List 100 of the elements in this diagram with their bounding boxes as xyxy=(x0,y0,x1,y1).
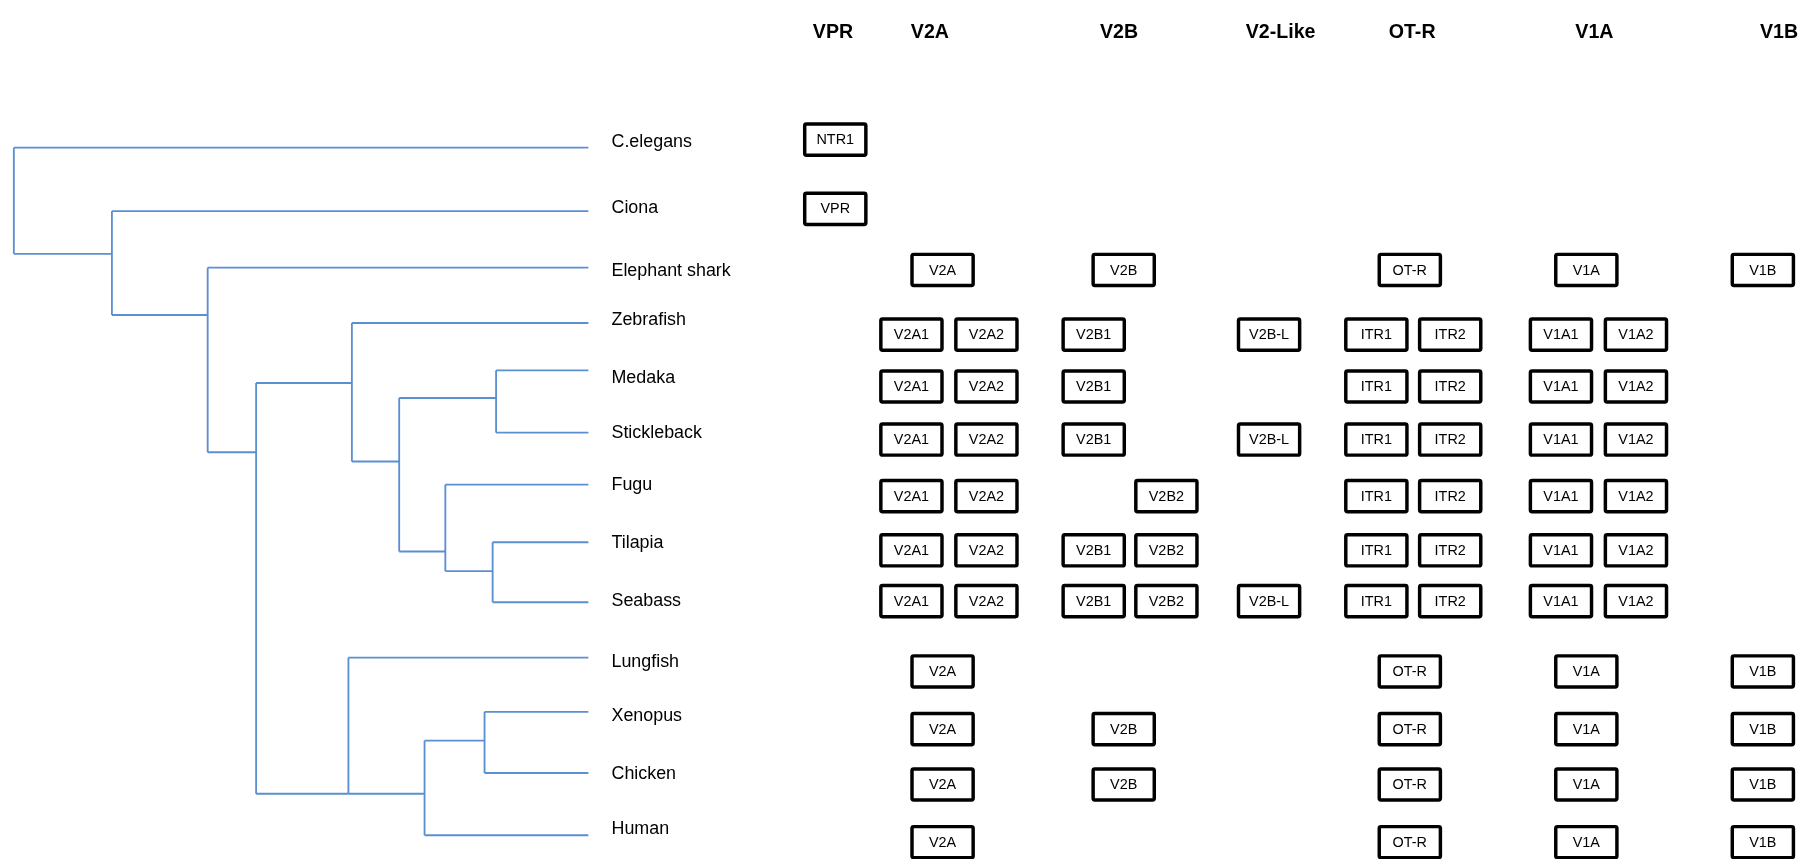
receptor-name: V1B xyxy=(1749,663,1777,680)
receptor-box xyxy=(1554,711,1619,747)
receptor-name: V2A1 xyxy=(893,431,930,448)
receptor-name: V2A1 xyxy=(893,593,930,610)
receptor-name: V2A xyxy=(928,834,957,851)
receptor-name: V2A1 xyxy=(893,542,930,559)
receptor-box xyxy=(1061,583,1126,619)
receptor-box xyxy=(1554,252,1619,288)
receptor-name: V1A xyxy=(1572,776,1600,793)
receptor-name: V1A1 xyxy=(1543,542,1579,559)
receptor-box xyxy=(1603,369,1669,404)
column-header: V1B xyxy=(1759,20,1799,44)
receptor-name: V2B1 xyxy=(1076,326,1112,343)
receptor-box xyxy=(910,711,975,747)
receptor-name: OT-R xyxy=(1392,721,1428,738)
receptor-name: V2B2 xyxy=(1148,488,1185,505)
receptor-box xyxy=(1236,317,1302,352)
column-header: OT-R xyxy=(1388,20,1436,44)
receptor-box xyxy=(1417,369,1483,404)
receptor-name: V1B xyxy=(1749,261,1777,279)
receptor-name: V1A2 xyxy=(1618,378,1654,395)
species-name: Ciona xyxy=(611,197,659,219)
receptor-name: V2A2 xyxy=(968,542,1005,559)
species-name: Tilapia xyxy=(611,531,664,553)
receptor-name: V2A xyxy=(928,776,957,793)
receptor-name: V2B xyxy=(1110,261,1138,279)
receptor-box xyxy=(1061,533,1126,568)
receptor-box xyxy=(1603,317,1669,352)
receptor-name: V1A2 xyxy=(1618,593,1654,610)
receptor-box xyxy=(910,654,975,689)
receptor-name: ITR1 xyxy=(1360,431,1392,448)
receptor-box xyxy=(1603,478,1669,514)
receptor-box xyxy=(1603,583,1669,619)
receptor-box xyxy=(879,583,944,619)
receptor-box xyxy=(954,317,1019,352)
receptor-name: V1A1 xyxy=(1543,378,1579,395)
receptor-box xyxy=(803,191,868,227)
receptor-box xyxy=(910,252,975,288)
receptor-box xyxy=(879,533,944,568)
receptor-box xyxy=(879,317,944,352)
receptor-box xyxy=(1730,654,1796,689)
receptor-name: ITR1 xyxy=(1360,488,1392,505)
receptor-box xyxy=(1554,654,1619,689)
species-name: Chicken xyxy=(611,762,677,784)
receptor-name: ITR2 xyxy=(1434,378,1466,395)
receptor-name: V2B xyxy=(1110,776,1138,793)
species-name: Medaka xyxy=(611,366,676,388)
receptor-box xyxy=(1528,533,1594,568)
receptor-box xyxy=(1236,583,1302,619)
receptor-name: ITR2 xyxy=(1434,542,1466,559)
receptor-box xyxy=(954,583,1019,619)
receptor-box xyxy=(1730,711,1796,747)
receptor-box xyxy=(1134,583,1199,619)
receptor-box xyxy=(1377,824,1443,859)
receptor-box xyxy=(1344,533,1409,568)
receptor-name: V1B xyxy=(1749,834,1777,851)
receptor-box xyxy=(1528,583,1594,619)
receptor-box xyxy=(1528,317,1594,352)
column-header: VPR xyxy=(812,20,854,44)
receptor-name: NTR1 xyxy=(816,131,855,148)
receptor-name: OT-R xyxy=(1392,663,1428,680)
receptor-name: V1A2 xyxy=(1618,488,1654,505)
receptor-name: OT-R xyxy=(1392,776,1428,793)
receptor-box xyxy=(1603,533,1669,568)
species-name: C.elegans xyxy=(611,130,692,152)
receptor-name: V2A2 xyxy=(968,431,1005,448)
receptor-name: V1B xyxy=(1749,721,1777,738)
receptor-name: ITR2 xyxy=(1434,326,1466,343)
receptor-name: V2A2 xyxy=(968,593,1005,610)
receptor-box xyxy=(879,369,944,404)
receptor-box xyxy=(1417,533,1483,568)
column-header: V2-Like xyxy=(1245,20,1316,44)
receptor-name: V1A2 xyxy=(1618,542,1654,559)
column-header: V2B xyxy=(1100,20,1139,44)
receptor-box xyxy=(1091,252,1156,288)
receptor-box xyxy=(1377,654,1443,689)
receptor-name: V2B1 xyxy=(1076,431,1112,448)
receptor-name: V1A xyxy=(1572,663,1600,680)
receptor-box xyxy=(1554,767,1619,802)
species-name: Human xyxy=(611,817,670,839)
receptor-box xyxy=(1554,824,1619,859)
receptor-box xyxy=(1730,767,1796,802)
receptor-name: OT-R xyxy=(1392,834,1428,851)
receptor-box xyxy=(1061,422,1126,457)
species-name: Zebrafish xyxy=(611,309,686,330)
receptor-box xyxy=(1417,422,1483,457)
receptor-name: V2B1 xyxy=(1076,542,1112,559)
receptor-box xyxy=(1344,478,1409,514)
receptor-name: V2B2 xyxy=(1148,593,1185,610)
receptor-box xyxy=(1091,711,1156,747)
receptor-box xyxy=(1377,767,1443,802)
receptor-name: V2B1 xyxy=(1076,378,1112,395)
receptor-name: ITR1 xyxy=(1360,542,1392,559)
receptor-box xyxy=(879,422,944,457)
receptor-name: ITR1 xyxy=(1360,593,1392,610)
receptor-box xyxy=(1236,422,1302,457)
receptor-box xyxy=(1603,422,1669,457)
column-header: V1A xyxy=(1575,20,1614,44)
receptor-name: V2A2 xyxy=(968,488,1005,505)
receptor-box xyxy=(1730,824,1796,859)
